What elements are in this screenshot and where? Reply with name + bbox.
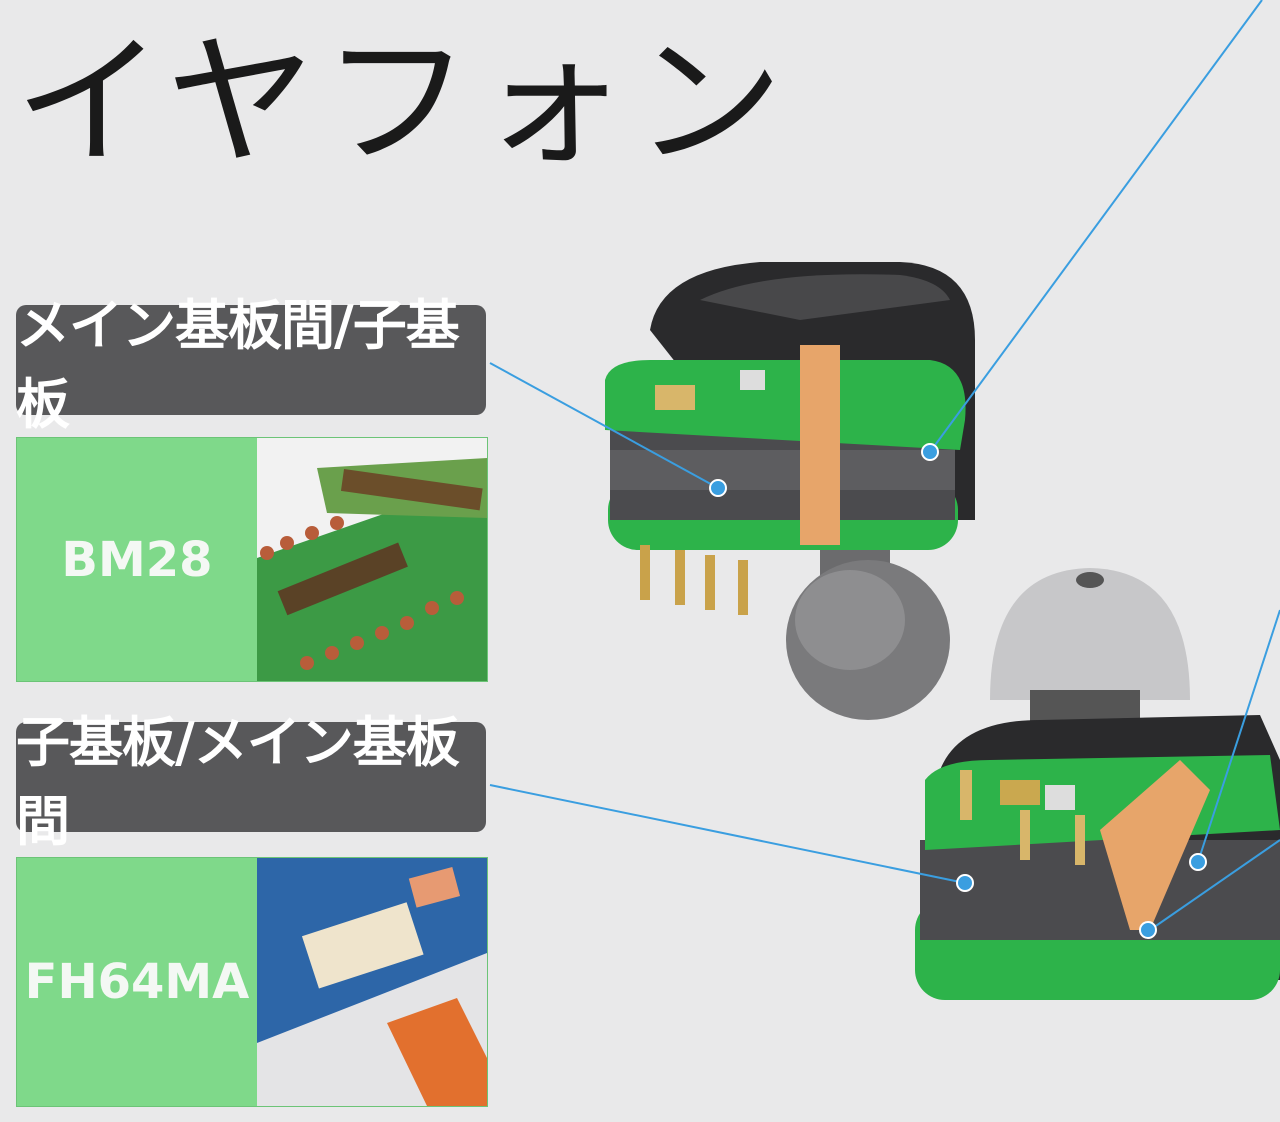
product-code: FH64MA	[24, 954, 250, 1010]
section-label-main-sub: メイン基板間/子基板	[16, 294, 486, 436]
section-label-sub-main: 子基板/メイン基板間	[16, 711, 486, 853]
callout-dot	[1139, 921, 1157, 939]
product-code: BM28	[61, 531, 213, 588]
product-panel-bm28: BM28	[16, 437, 488, 682]
callout-dot	[921, 443, 939, 461]
callout-lines	[489, 0, 1280, 931]
earbud-top	[605, 262, 975, 720]
earbud-bottom	[915, 568, 1280, 1000]
callout-dot	[1189, 853, 1207, 871]
callout-dot	[956, 874, 974, 892]
page-title: イヤフォン	[14, 20, 790, 186]
connector-photo-fh64ma	[257, 858, 487, 1106]
connector-photo-bm28	[257, 438, 487, 681]
callout-dot	[709, 479, 727, 497]
product-panel-fh64ma: FH64MA	[16, 857, 488, 1107]
